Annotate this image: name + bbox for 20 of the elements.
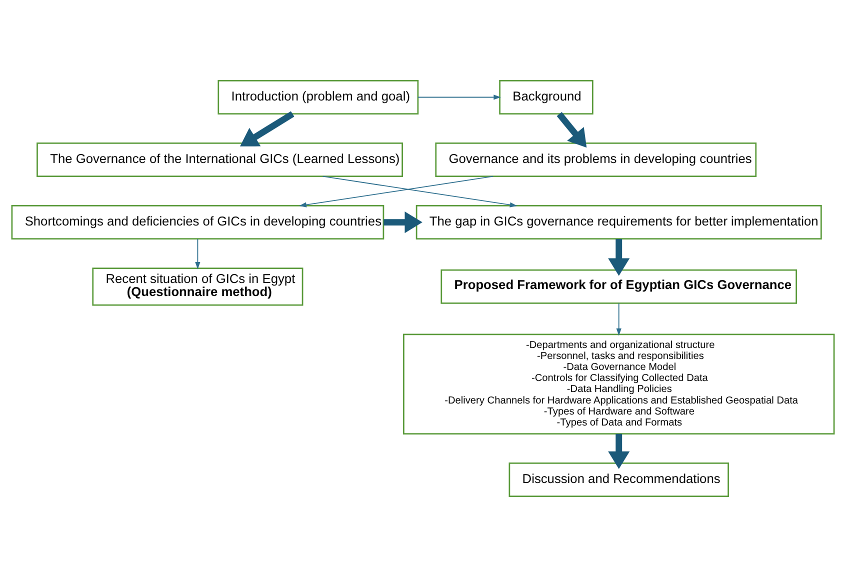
arrow (608, 433, 630, 469)
node-box: The Governance of the International GICs (Learned Lessons) (36, 142, 403, 176)
arrow (556, 112, 587, 148)
arrow (608, 238, 630, 276)
arrow (616, 302, 622, 336)
arrow (240, 110, 294, 146)
arrow (384, 210, 422, 233)
node-box: Governance and its problems in developing countries (435, 142, 757, 176)
node-box: Discussion and Recommendations (508, 462, 729, 496)
node-box: Recent situation of GICs in Egypt (Questionnaire method) (92, 267, 304, 306)
node-box: Introduction (problem and goal) (218, 80, 419, 114)
arrow (195, 238, 200, 269)
arrow (417, 94, 502, 100)
node-box: Shortcomings and deficiencies of GICs in developing countries (11, 204, 384, 240)
node-box: Proposed Framework for of Egyptian GICs Governance (440, 268, 798, 304)
arrow (299, 175, 494, 207)
node-box: The gap in GICs governance requirements for better implementation (416, 204, 822, 240)
node-box: -Departments and organizational structure -Personnel, tasks and responsibilities -Data Governance Model -Controls for Classifying Collected Data -Data Handling Policies -Delivery Channels for Hardware Applications and Established Geospatial Data -Types of Hardware and Software -Types of Data and Formats (403, 333, 835, 434)
node-box: Background (499, 80, 594, 114)
arrow (322, 175, 518, 207)
